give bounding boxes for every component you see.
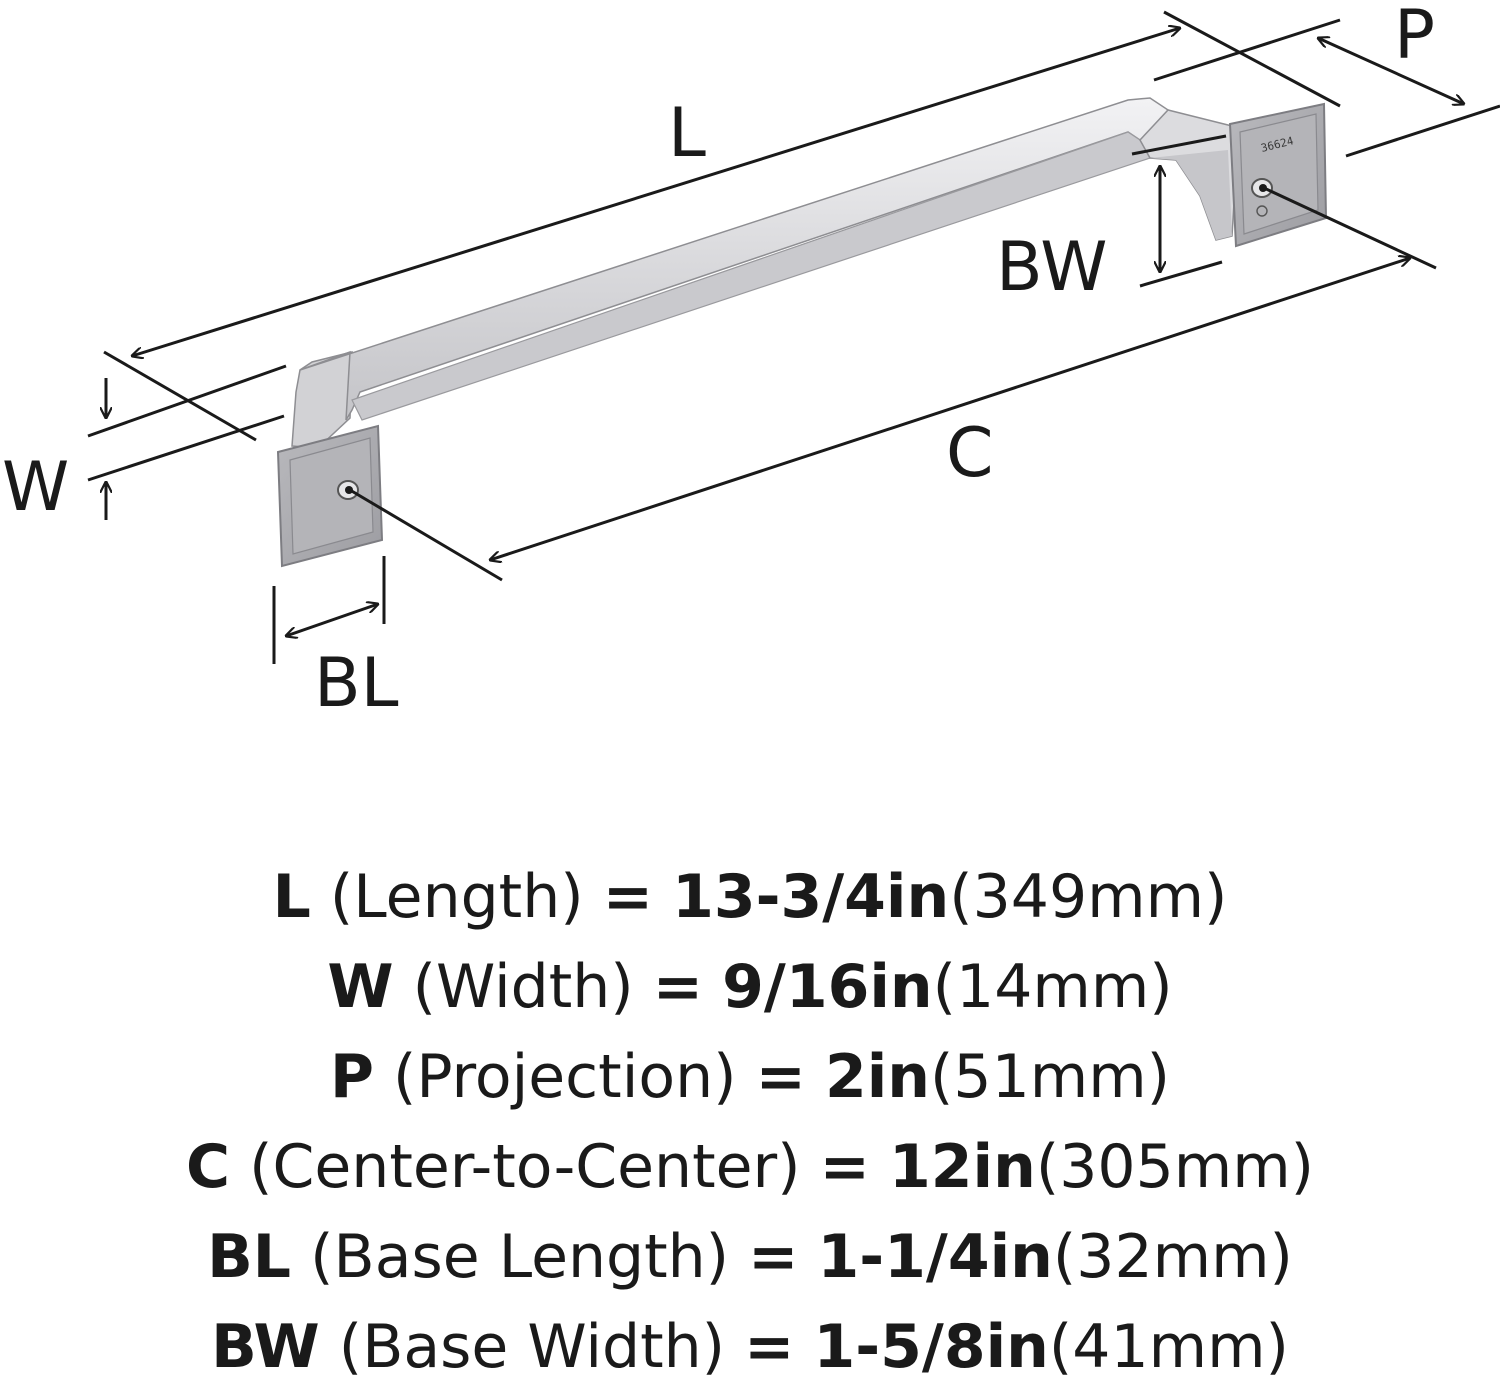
specifications-list: L (Length) = 13-3/4in(349mm) W (Width) =… <box>0 852 1500 1392</box>
handle-right-leg-shade <box>1150 150 1232 240</box>
base-width-extension-bottom <box>1139 260 1223 288</box>
spec-metric: (51mm) <box>929 1042 1171 1112</box>
right-base-plate: 36624 <box>1228 102 1328 248</box>
spec-metric: (14mm) <box>932 952 1173 1022</box>
label-P: P <box>1394 0 1435 75</box>
label-BW: BW <box>996 228 1107 307</box>
spec-equals: = <box>819 1132 870 1202</box>
brand-mark-icon <box>1256 205 1268 217</box>
spec-description: (Base Width) <box>338 1312 726 1382</box>
width-extension-bottom <box>87 414 285 482</box>
base-length-arrow <box>286 604 378 636</box>
spec-equals: = <box>755 1042 806 1112</box>
spec-center-to-center: C (Center-to-Center) = 12in(305mm) <box>0 1122 1500 1212</box>
spec-equals: = <box>652 952 704 1022</box>
base-width-extension-top <box>1131 134 1227 156</box>
handle-left-leg <box>291 351 353 449</box>
spec-metric: (349mm) <box>949 862 1228 932</box>
spec-imperial: 1-5/8in <box>813 1312 1049 1382</box>
spec-description: (Base Length) <box>310 1222 730 1292</box>
spec-description: (Projection) <box>393 1042 737 1112</box>
spec-key: BL <box>207 1222 292 1292</box>
spec-key: P <box>329 1042 374 1112</box>
spec-length: L (Length) = 13-3/4in(349mm) <box>0 852 1500 942</box>
spec-key: C <box>185 1132 230 1202</box>
label-W: W <box>2 448 69 527</box>
spec-equals: = <box>602 862 654 932</box>
spec-key: L <box>272 862 311 932</box>
width-extension-top <box>87 364 287 438</box>
spec-equals: = <box>744 1312 795 1382</box>
projection-extension-top <box>1153 18 1341 82</box>
spec-imperial: 1-1/4in <box>817 1222 1053 1292</box>
projection-arrow <box>1318 38 1464 104</box>
label-C: C <box>946 414 993 493</box>
label-L: L <box>668 94 706 173</box>
label-BL: BL <box>314 644 399 723</box>
spec-metric: (305mm) <box>1035 1132 1315 1202</box>
center-extension-left <box>349 488 503 582</box>
spec-key: W <box>327 952 394 1022</box>
center-arrow <box>490 258 1410 560</box>
left-base-plate <box>276 424 384 568</box>
spec-base-length: BL (Base Length) = 1-1/4in(32mm) <box>0 1212 1500 1302</box>
spec-metric: (41mm) <box>1048 1312 1289 1382</box>
length-extension-right <box>1163 10 1341 108</box>
spec-base-width: BW (Base Width) = 1-5/8in(41mm) <box>0 1302 1500 1392</box>
length-arrow <box>132 28 1180 356</box>
spec-imperial: 9/16in <box>722 952 933 1022</box>
spec-imperial: 2in <box>824 1042 930 1112</box>
spec-key: BW <box>211 1312 320 1382</box>
spec-width: W (Width) = 9/16in(14mm) <box>0 942 1500 1032</box>
length-extension-left <box>103 350 257 442</box>
spec-metric: (32mm) <box>1052 1222 1293 1292</box>
spec-imperial: 12in <box>889 1132 1036 1202</box>
projection-extension-bottom <box>1345 104 1500 158</box>
dimension-lines <box>87 10 1500 664</box>
spec-description: (Length) <box>329 862 584 932</box>
spec-equals: = <box>748 1222 799 1292</box>
spec-imperial: 13-3/4in <box>672 862 950 932</box>
spec-projection: P (Projection) = 2in(51mm) <box>0 1032 1500 1122</box>
pull-handle-diagram: 36624 L P BW W C BL <box>2 0 1500 723</box>
spec-description: (Width) <box>412 952 634 1022</box>
spec-description: (Center-to-Center) <box>249 1132 801 1202</box>
